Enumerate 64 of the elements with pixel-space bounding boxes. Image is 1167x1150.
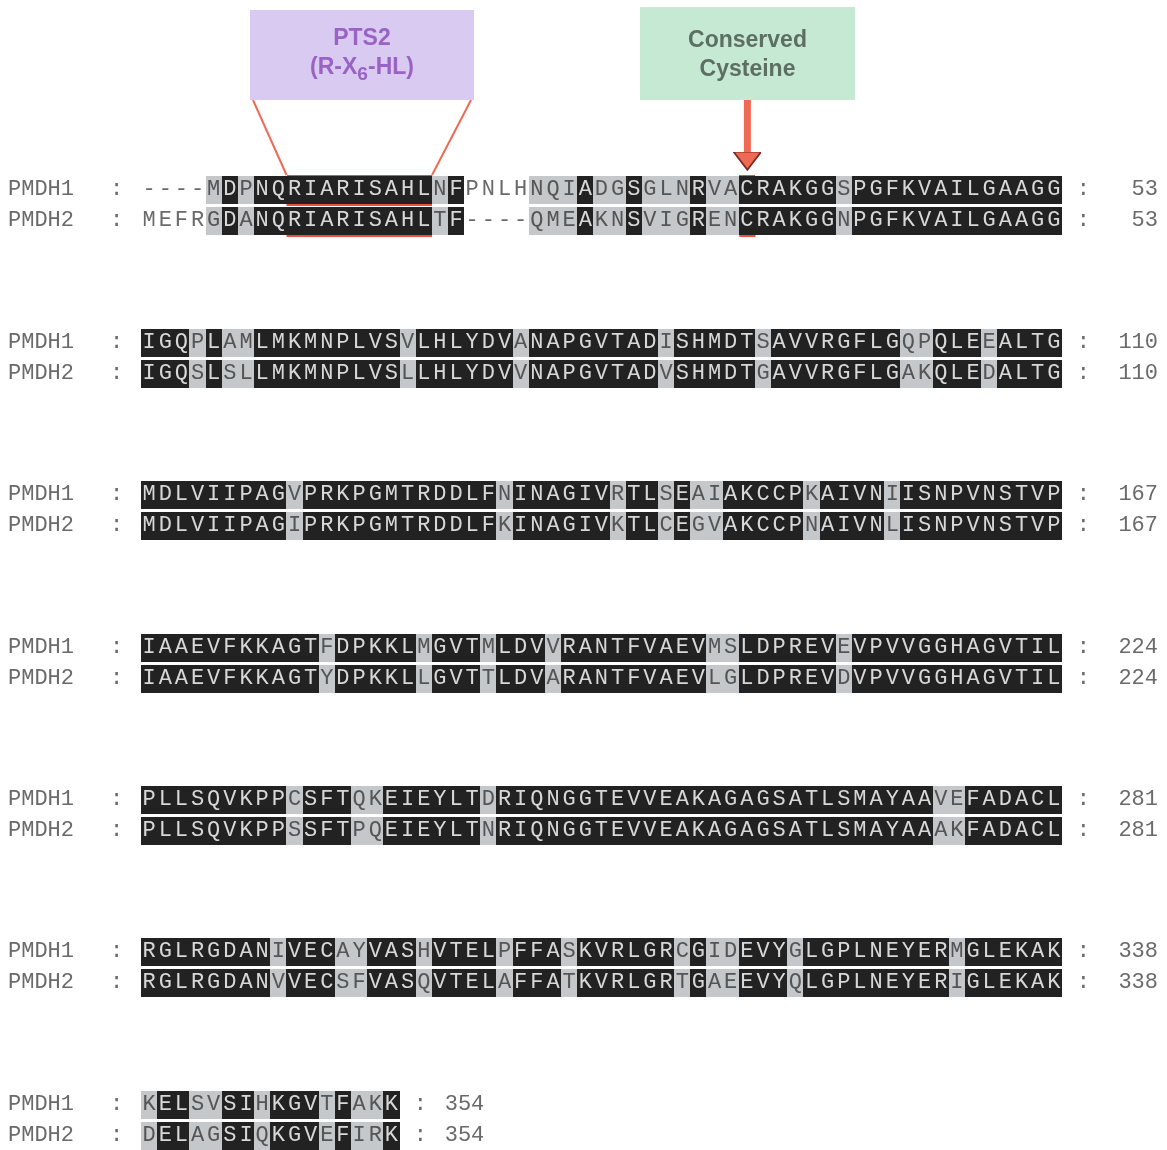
separator-colon: : [110, 176, 124, 204]
arrow [732, 100, 763, 171]
separator-colon: : [110, 786, 124, 814]
sequence-name: PMDH2 [8, 512, 74, 540]
sequence-name: PMDH2 [8, 207, 74, 235]
separator-colon: : [1076, 481, 1090, 509]
separator-colon: : [110, 969, 124, 997]
residue-count: 224 [1118, 665, 1158, 693]
residue-count: 167 [1118, 481, 1158, 509]
sequence-name: PMDH1 [8, 634, 74, 662]
separator-colon: : [413, 1122, 427, 1150]
sequence-name: PMDH2 [8, 969, 74, 997]
sequence-name: PMDH2 [8, 360, 74, 388]
sequence-name: PMDH2 [8, 817, 74, 845]
sequence-name: PMDH1 [8, 329, 74, 357]
separator-colon: : [413, 1091, 427, 1119]
leader-line [252, 99, 288, 176]
separator-colon: : [1076, 786, 1090, 814]
residue-count: 338 [1118, 969, 1158, 997]
residue-count: 224 [1118, 634, 1158, 662]
sequence-name: PMDH1 [8, 786, 74, 814]
leader-line [431, 99, 472, 176]
separator-colon: : [110, 634, 124, 662]
box-heading: PTS2 [333, 22, 391, 52]
separator-colon: : [110, 938, 124, 966]
separator-colon: : [1076, 969, 1090, 997]
callout-box [640, 7, 855, 100]
separator-colon: : [110, 665, 124, 693]
residue-count: 110 [1118, 329, 1158, 357]
residue-count: 354 [444, 1091, 485, 1119]
sequence-name: PMDH2 [8, 1122, 74, 1150]
box-heading: Conserved Cysteine [687, 24, 808, 83]
separator-colon: : [1076, 817, 1090, 845]
separator-colon: : [110, 1091, 124, 1119]
separator-colon: : [110, 481, 124, 509]
sequence-name: PMDH2 [8, 665, 74, 693]
separator-colon: : [1076, 634, 1090, 662]
separator-colon: : [110, 512, 124, 540]
separator-colon: : [1076, 176, 1090, 204]
separator-colon: : [1076, 329, 1090, 357]
box-subheading: (R-X$_{6}$-HL) [310, 51, 414, 86]
separator-colon: : [110, 207, 124, 235]
residue-count: 338 [1118, 938, 1158, 966]
residue-count: 281 [1118, 786, 1158, 814]
residue-count: 281 [1118, 817, 1158, 845]
sequence-name: PMDH1 [8, 1091, 74, 1119]
residue-count: 53 [1131, 176, 1158, 204]
residue-count: 110 [1118, 360, 1158, 388]
residue-count: 354 [444, 1122, 485, 1150]
separator-colon: : [1076, 938, 1090, 966]
separator-colon: : [1076, 665, 1090, 693]
motif-box [250, 10, 474, 100]
residue-count: 167 [1118, 512, 1158, 540]
separator-colon: : [110, 329, 124, 357]
residue-count: 53 [1131, 207, 1158, 235]
sequence-name: PMDH1 [8, 176, 74, 204]
separator-colon: : [110, 360, 124, 388]
separator-colon: : [1076, 207, 1090, 235]
separator-colon: : [110, 817, 124, 845]
sequence-name: PMDH1 [8, 481, 74, 509]
sequence-name: PMDH1 [8, 938, 74, 966]
separator-colon: : [110, 1122, 124, 1150]
separator-colon: : [1076, 360, 1090, 388]
separator-colon: : [1076, 512, 1090, 540]
